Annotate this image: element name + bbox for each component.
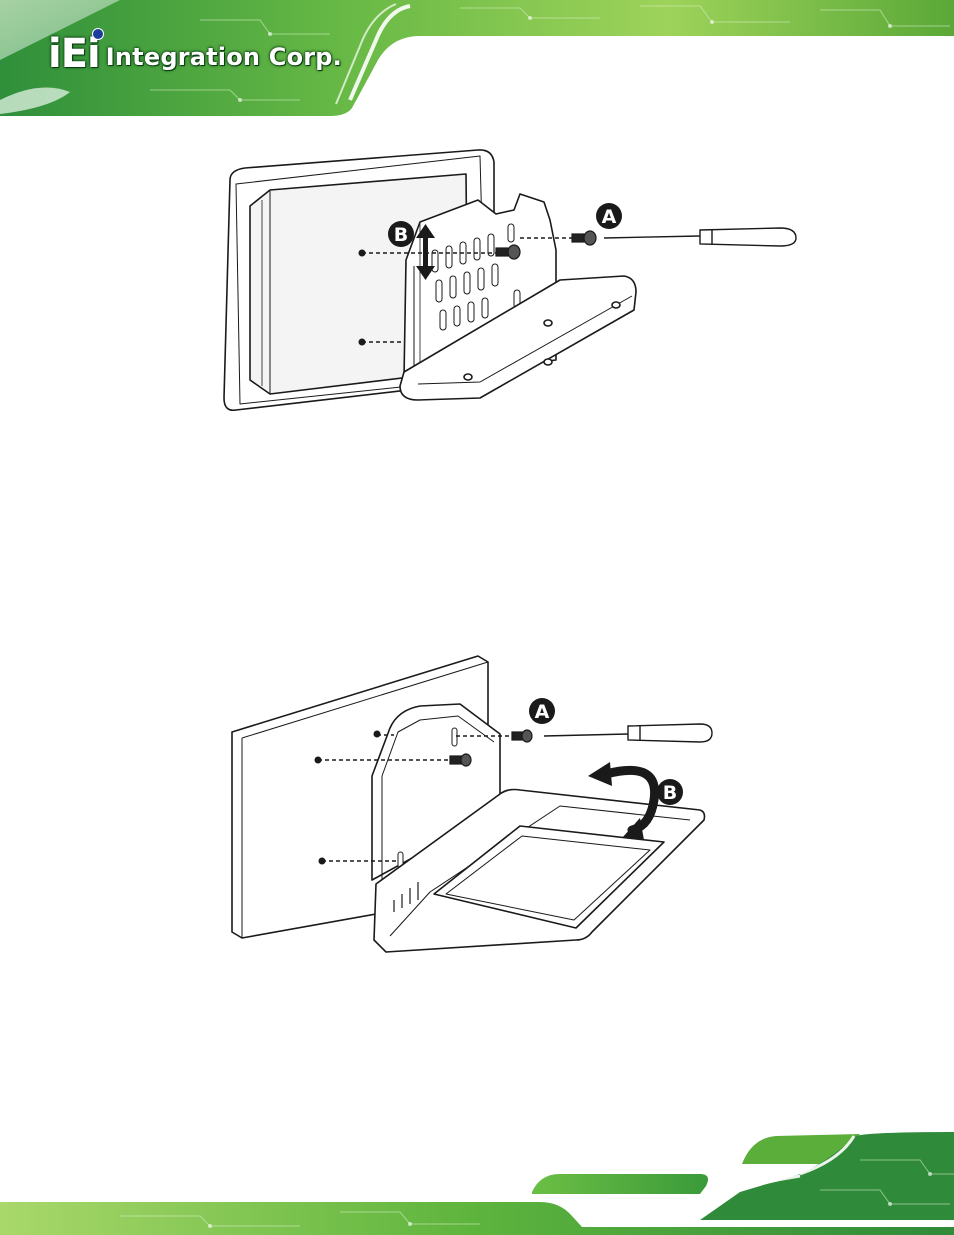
figure-monitor-mount: A B — [0, 640, 954, 970]
logo-mark: iEi — [48, 34, 100, 74]
company-logo: iEi Integration Corp. — [48, 30, 342, 74]
monitor-mount-illustration: A B — [0, 640, 954, 970]
bracket-attach-illustration: A B — [0, 140, 954, 420]
callout-b-label: B — [663, 782, 677, 804]
callout-a-label: A — [602, 206, 617, 228]
callout-a-label: A — [535, 701, 550, 723]
figure-bracket-attach: A B — [0, 140, 954, 420]
logo-text: Integration Corp. — [106, 42, 342, 72]
callout-b-label: B — [394, 224, 408, 246]
footer-banner — [0, 1130, 954, 1235]
logo-dot-icon — [92, 28, 104, 40]
